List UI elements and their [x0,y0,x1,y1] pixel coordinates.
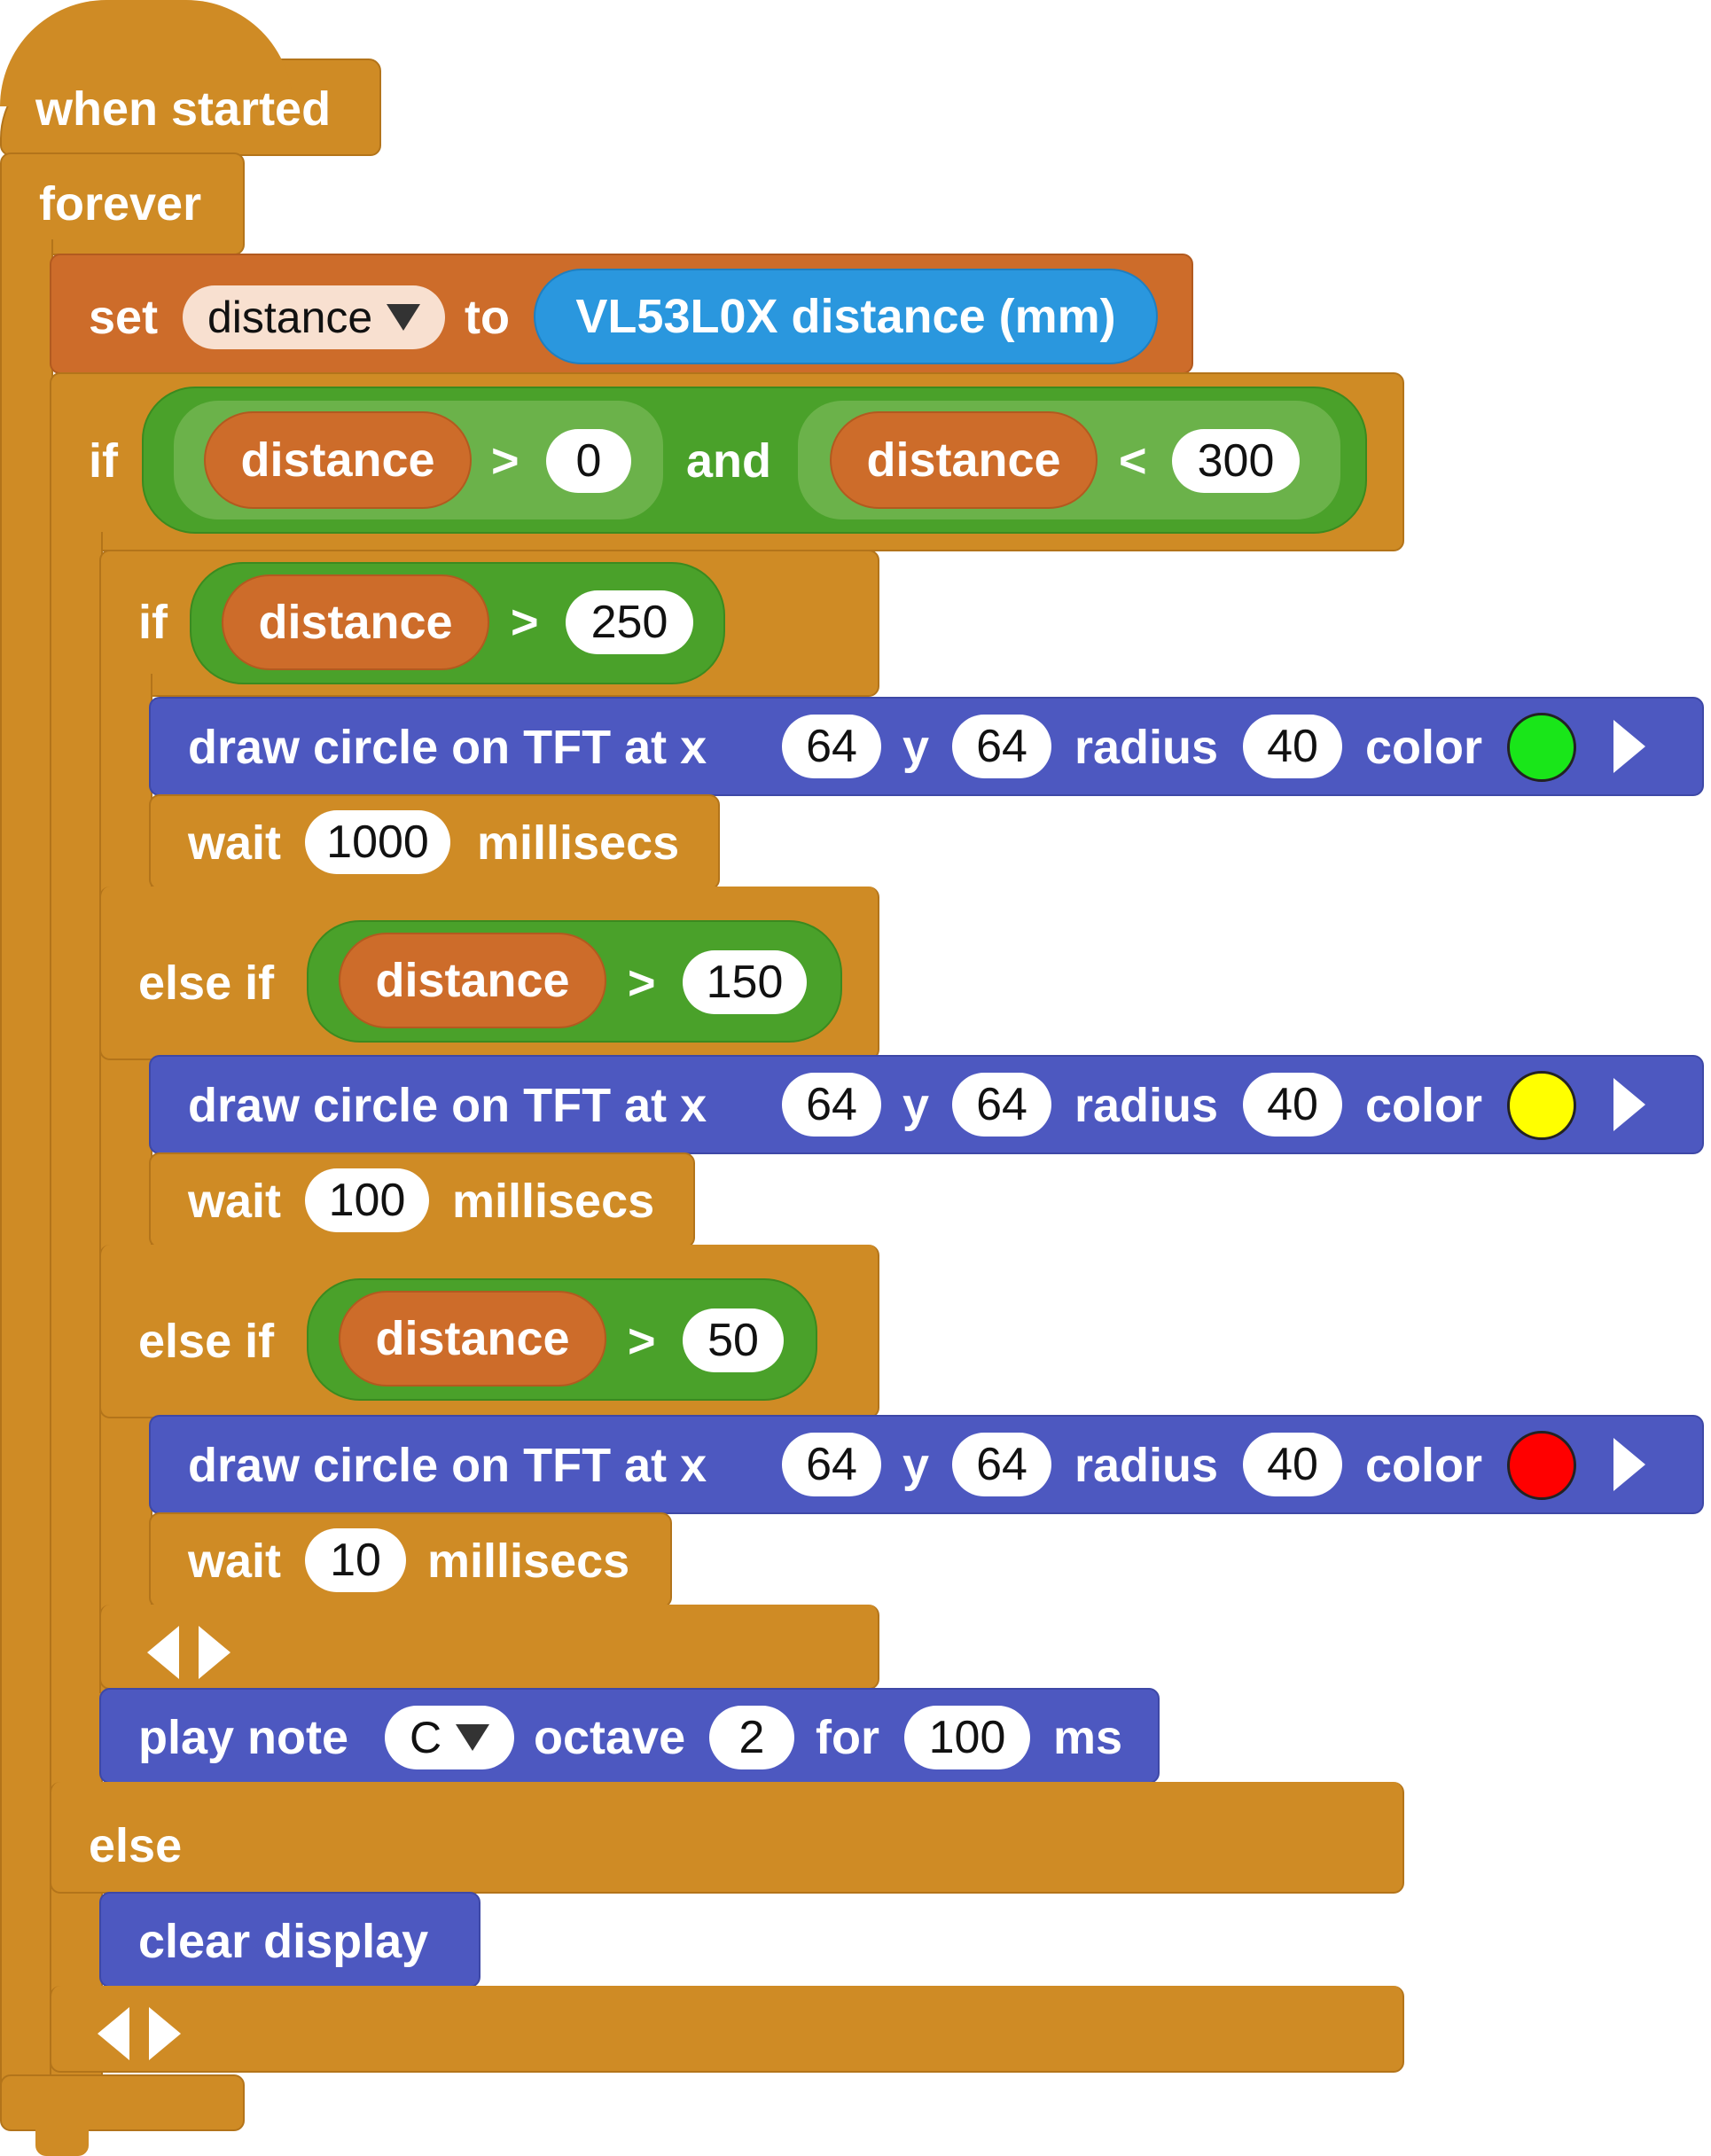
duration-input[interactable]: 100 [904,1706,1030,1769]
gt-operator: > [628,957,656,1010]
variable-dropdown[interactable]: distance [183,285,445,349]
draw-circle-label: draw circle on TFT at x [188,721,707,774]
wait-label: wait [188,1175,282,1228]
add-branch-arrow-icon[interactable] [199,1626,230,1679]
when-started-label: when started [35,82,332,136]
radius-input[interactable]: 40 [1243,1433,1342,1496]
note-dropdown-value: C [410,1713,442,1762]
lt-operator: < [1119,434,1147,488]
red-color-swatch[interactable] [1507,1431,1576,1500]
remove-branch-arrow-icon[interactable] [147,1626,179,1679]
150-input[interactable]: 150 [683,950,807,1014]
clear-display-label: clear display [138,1915,429,1968]
remove-branch-arrow-icon[interactable] [98,2007,129,2060]
wait-label: wait [188,816,282,870]
green-color-swatch[interactable] [1507,713,1576,782]
octave-label: octave [534,1711,686,1764]
x-input[interactable]: 64 [782,1073,881,1137]
color-label: color [1365,1079,1483,1132]
expand-arrow-icon[interactable] [1613,1078,1645,1131]
outer-if-label: if [89,434,118,488]
gt-operator: > [511,596,539,649]
y-input[interactable]: 64 [952,715,1051,778]
outer-if-footer [50,1986,1404,2073]
hat-dome [0,0,293,106]
wait-block[interactable] [149,794,720,890]
draw-circle-block[interactable] [149,1055,1704,1154]
ms-label: ms [1053,1711,1123,1764]
else-if-label: else if [138,1315,275,1368]
forever-bottom-tab [35,2128,89,2156]
gt-operator: > [628,1315,656,1368]
radius-label: radius [1074,721,1219,774]
distance-variable[interactable]: distance [204,411,472,509]
300-input[interactable]: 300 [1172,429,1300,493]
y-label: y [902,721,930,774]
chevron-down-icon [387,304,421,331]
distance-variable[interactable]: distance [339,1291,606,1387]
millisecs-label: millisecs [427,1535,630,1588]
wait-10-input[interactable]: 10 [305,1528,406,1592]
y-label: y [902,1439,930,1492]
chevron-down-icon [456,1724,490,1751]
draw-circle-block[interactable] [149,1415,1704,1514]
distance-variable[interactable]: distance [830,411,1098,509]
play-note-label: play note [138,1711,349,1764]
expand-arrow-icon[interactable] [1613,720,1645,773]
millisecs-label: millisecs [452,1175,655,1228]
wait-block[interactable] [149,1512,672,1608]
expand-arrow-icon[interactable] [1613,1438,1645,1491]
outer-else-block[interactable] [50,1782,1404,1894]
draw-circle-block[interactable] [149,697,1704,796]
250-input[interactable]: 250 [566,590,693,654]
wait-1000-input[interactable]: 1000 [305,810,450,874]
radius-input[interactable]: 40 [1243,715,1342,778]
radius-label: radius [1074,1439,1219,1492]
inner-if-label: if [138,596,168,649]
gt-operator: > [491,434,520,488]
sensor-reporter[interactable]: VL53L0X distance (mm) [534,269,1158,364]
x-input[interactable]: 64 [782,715,881,778]
wait-100-input[interactable]: 100 [305,1168,429,1232]
zero-input[interactable]: 0 [546,429,631,493]
y-label: y [902,1079,930,1132]
draw-circle-label: draw circle on TFT at x [188,1079,707,1132]
clear-display-block[interactable] [99,1892,480,1988]
and-label: and [686,434,772,488]
draw-circle-label: draw circle on TFT at x [188,1439,707,1492]
add-branch-arrow-icon[interactable] [149,2007,181,2060]
else-label: else [89,1819,183,1872]
color-label: color [1365,1439,1483,1492]
set-label: set [89,291,159,344]
wait-label: wait [188,1535,282,1588]
y-input[interactable]: 64 [952,1073,1051,1137]
octave-input[interactable]: 2 [709,1706,794,1769]
forever-label: forever [39,177,202,230]
distance-variable[interactable]: distance [339,933,606,1028]
x-input[interactable]: 64 [782,1433,881,1496]
to-label: to [465,291,510,344]
yellow-color-swatch[interactable] [1507,1071,1576,1140]
else-if-label: else if [138,957,275,1010]
inner-if-spine [99,674,152,1693]
radius-input[interactable]: 40 [1243,1073,1342,1137]
for-label: for [816,1711,879,1764]
radius-label: radius [1074,1079,1219,1132]
variable-dropdown-value: distance [207,293,373,342]
color-label: color [1365,721,1483,774]
y-input[interactable]: 64 [952,1433,1051,1496]
50-input[interactable]: 50 [683,1308,784,1372]
forever-bottom [0,2074,245,2131]
millisecs-label: millisecs [477,816,680,870]
forever-spine [0,239,53,2092]
distance-variable[interactable]: distance [222,574,489,670]
note-dropdown[interactable]: C [385,1706,514,1769]
